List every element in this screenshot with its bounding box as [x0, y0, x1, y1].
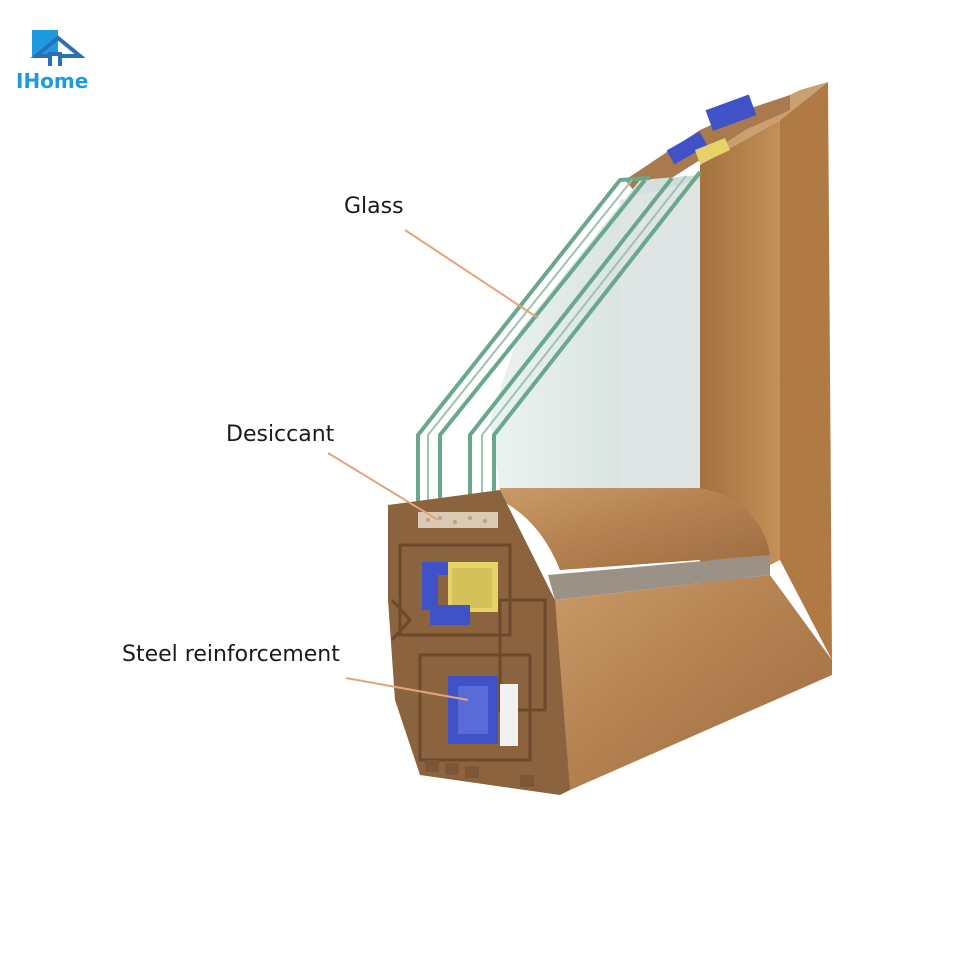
ihome-logo: IHome	[16, 30, 88, 92]
frame-horizontal	[545, 575, 832, 795]
callout-glass-label: Glass	[344, 194, 404, 219]
logo-wordmark: IHome	[16, 69, 88, 92]
callout-desiccant-label: Desiccant	[226, 422, 335, 447]
glass-unit	[416, 170, 702, 515]
desiccant-leader-line	[327, 452, 439, 521]
callout-steel-reinforcement-label: Steel reinforcement	[122, 642, 340, 667]
desiccant-spacer	[418, 512, 498, 528]
sash-bead	[500, 488, 770, 600]
profile-cross-section	[388, 490, 560, 795]
frame-vertical	[625, 82, 832, 660]
leader-lines	[327, 229, 539, 701]
house-icon	[30, 30, 86, 66]
steel-leader-line	[345, 677, 469, 701]
glass-leader-line	[404, 229, 539, 319]
